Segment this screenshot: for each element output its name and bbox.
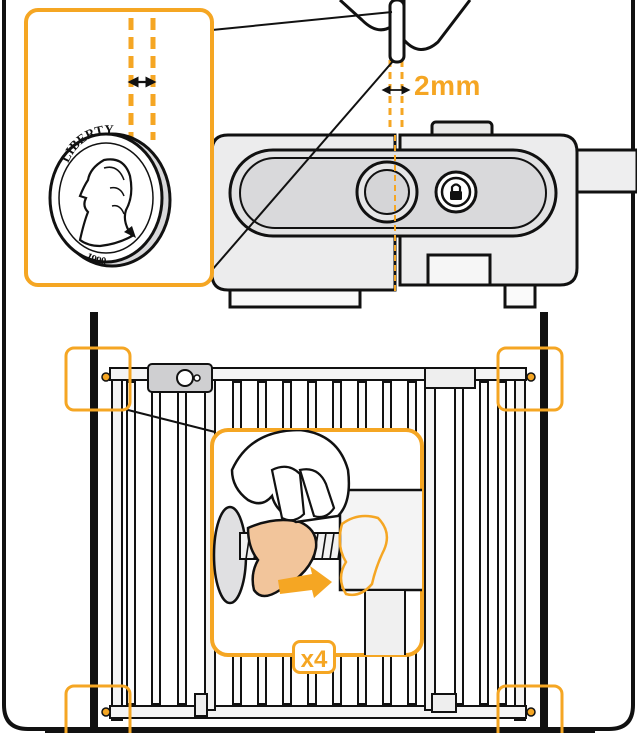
coin-zoom-box: LIBERTY 1990 — [24, 8, 214, 287]
quarter-coin: LIBERTY 1990 — [48, 122, 172, 268]
gap-guide-housing — [381, 60, 411, 295]
lock-housing-closeup — [210, 120, 637, 309]
gap-measurement-label: 2mm — [414, 70, 481, 101]
zoom-pointer-line — [211, 11, 393, 31]
spindle-zoom-box — [210, 428, 424, 657]
quantity-callout: x4 — [292, 640, 336, 674]
spindle-highlight-boxes — [64, 346, 564, 733]
fingers-holding-coin — [338, 0, 472, 64]
lock-icon — [434, 170, 478, 214]
